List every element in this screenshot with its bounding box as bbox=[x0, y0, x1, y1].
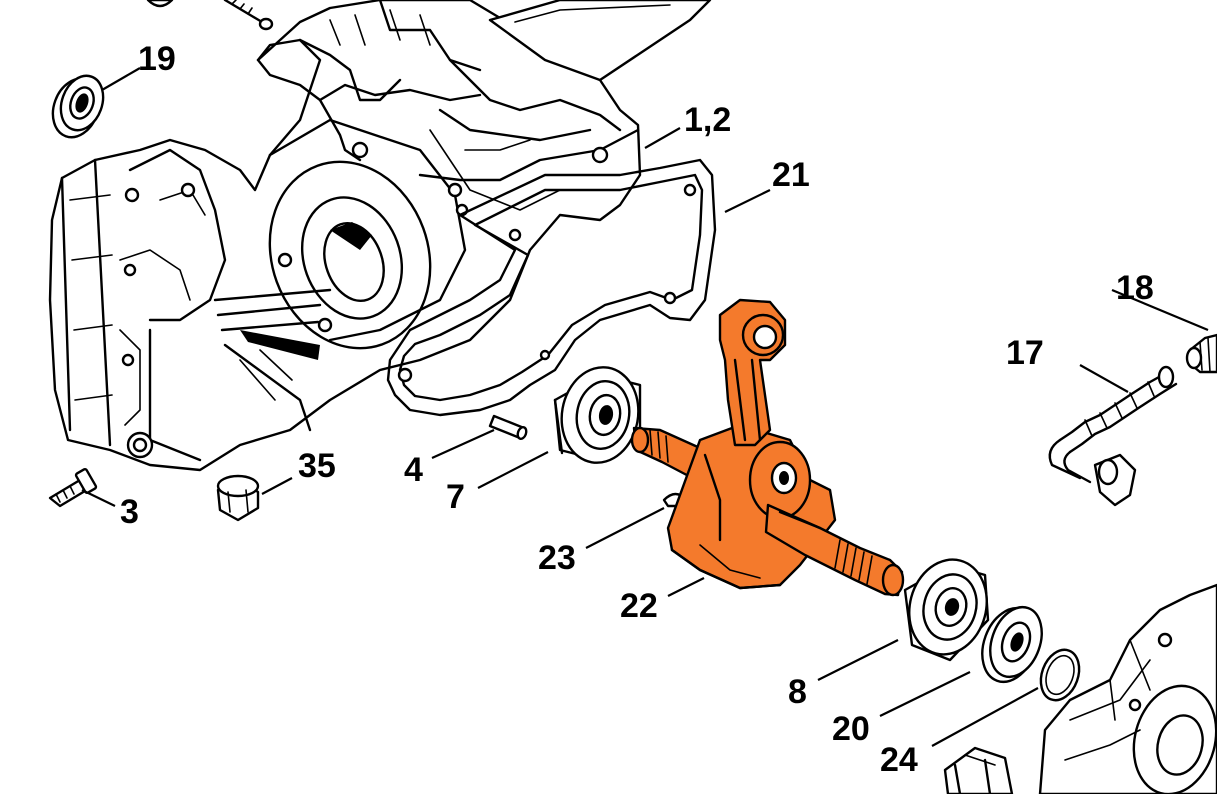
leader-23 bbox=[585, 507, 665, 549]
callout-7: 7 bbox=[446, 478, 465, 516]
callout-17: 17 bbox=[1006, 334, 1044, 372]
crankcase-housing bbox=[48, 0, 712, 472]
oil-seal-19 bbox=[51, 74, 105, 139]
screw-3 bbox=[48, 468, 98, 508]
plug-35 bbox=[216, 474, 260, 522]
callout-23: 23 bbox=[538, 539, 576, 577]
leader-lines bbox=[81, 67, 1209, 747]
leader-17 bbox=[1079, 364, 1129, 393]
callout-3: 3 bbox=[120, 493, 139, 531]
callout-1-2: 1,2 bbox=[684, 101, 731, 139]
ball-bearing-8 bbox=[903, 558, 990, 662]
callout-19: 19 bbox=[138, 40, 176, 78]
leader-1-2 bbox=[644, 127, 681, 149]
leader-20 bbox=[879, 671, 971, 717]
crankshaft-22 bbox=[630, 298, 905, 597]
leader-4 bbox=[431, 428, 495, 460]
leader-35 bbox=[261, 477, 293, 495]
circlip-24 bbox=[1039, 648, 1081, 702]
screw-top bbox=[146, 0, 274, 31]
leader-8 bbox=[817, 639, 899, 681]
leader-21 bbox=[724, 189, 771, 213]
leader-19 bbox=[101, 67, 141, 91]
callout-8: 8 bbox=[788, 673, 807, 711]
pickup-body-18 bbox=[1185, 333, 1217, 374]
leader-7 bbox=[477, 451, 549, 489]
leader-24 bbox=[931, 687, 1039, 747]
callout-22: 22 bbox=[620, 587, 658, 625]
callout-20: 20 bbox=[832, 710, 870, 748]
callout-21: 21 bbox=[772, 156, 810, 194]
oil-seal-20 bbox=[981, 605, 1043, 683]
anti-vibration-element bbox=[943, 746, 1014, 794]
callout-labels: 19 1,2 21 18 17 35 3 4 7 23 22 8 20 24 bbox=[120, 40, 1154, 779]
fuel-hose-17 bbox=[1048, 365, 1178, 507]
ball-bearing-7 bbox=[553, 366, 642, 464]
callout-18: 18 bbox=[1116, 269, 1154, 307]
dowel-pin-4 bbox=[488, 414, 528, 441]
leader-18 bbox=[1111, 288, 1209, 332]
callout-4: 4 bbox=[404, 451, 423, 489]
clutch-side-housing bbox=[1038, 583, 1217, 794]
callout-24: 24 bbox=[880, 741, 918, 779]
leader-3 bbox=[81, 489, 116, 507]
leader-22 bbox=[667, 577, 705, 597]
callout-35: 35 bbox=[298, 447, 336, 485]
gasket bbox=[386, 158, 717, 417]
